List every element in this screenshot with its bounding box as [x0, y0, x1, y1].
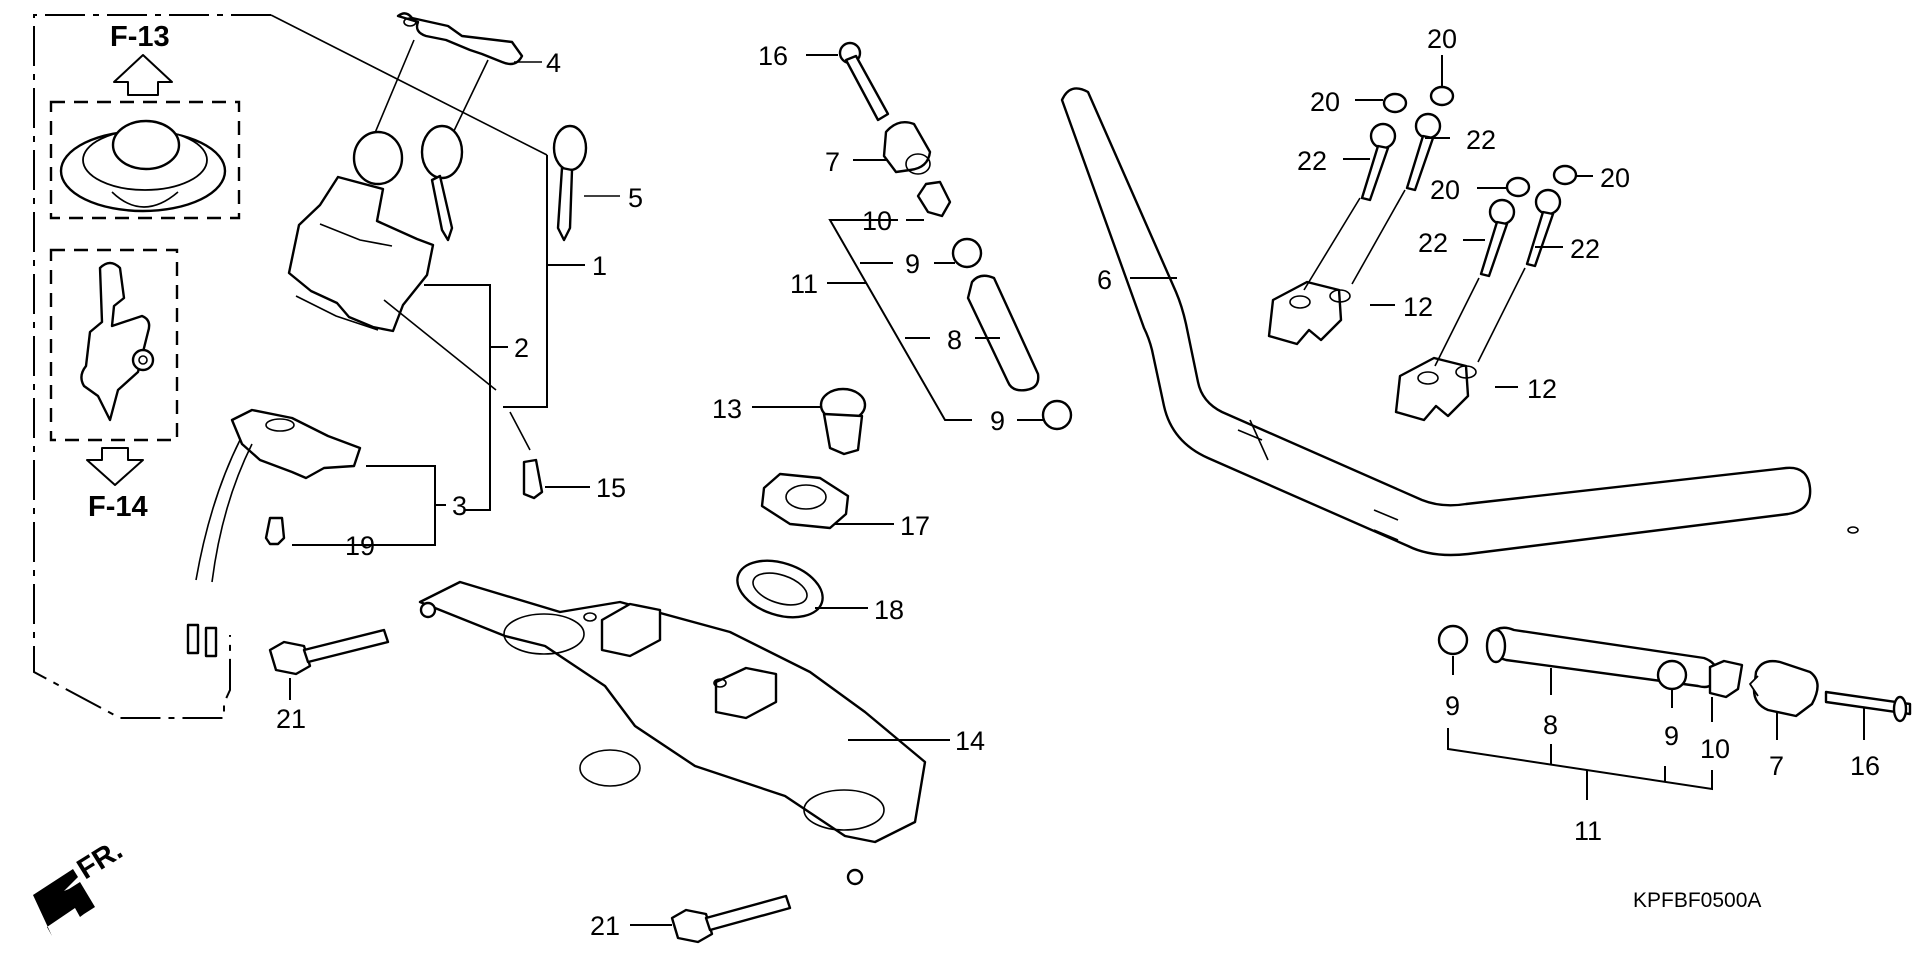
label-16-right: 16	[1850, 751, 1880, 781]
label-15: 15	[596, 473, 626, 503]
switch-part-3	[186, 408, 362, 658]
label-17: 17	[900, 511, 930, 541]
label-16-upper: 16	[758, 41, 788, 71]
bolt-part-21-lower	[670, 894, 792, 944]
cap-part-20-c	[1505, 176, 1531, 198]
fuel-cap-part	[59, 119, 227, 213]
label-19: 19	[345, 531, 375, 561]
front-label: FR.	[72, 834, 129, 886]
ref-f14-label: F-14	[88, 491, 148, 523]
front-arrow-icon	[33, 869, 95, 936]
cap-part-20-a	[1382, 92, 1408, 114]
cap-part-13	[819, 387, 867, 456]
bolt-part-21-upper	[268, 628, 390, 676]
label-14: 14	[955, 726, 985, 756]
label-10-right: 10	[1700, 734, 1730, 764]
label-5: 5	[628, 183, 643, 213]
label-8-right: 8	[1543, 710, 1558, 740]
label-9-right-a: 9	[1445, 691, 1460, 721]
label-9-upper: 9	[905, 249, 920, 279]
cap-part-20-d	[1552, 164, 1578, 186]
holder-part-12-right	[1394, 356, 1477, 422]
bolt-part-16-right	[1824, 690, 1912, 723]
nut-part-9-right-a	[1437, 624, 1469, 656]
label-11-right: 11	[1574, 816, 1602, 846]
bolt-part-22-d	[1477, 188, 1562, 363]
label-13: 13	[712, 394, 742, 424]
keys-part	[352, 124, 588, 242]
screw-part-15	[509, 411, 544, 500]
label-7-right: 7	[1769, 751, 1784, 781]
inner-weight-part-8-upper	[966, 274, 1040, 392]
ref-f13[interactable]: F-13	[110, 21, 173, 96]
arrow-up-icon	[113, 54, 173, 96]
label-4: 4	[546, 48, 561, 78]
label-11-upper: 11	[790, 269, 818, 299]
diagram-code: KPFBF0500A	[1633, 889, 1761, 912]
nut-part-17	[760, 472, 850, 530]
label-8-upper: 8	[947, 325, 962, 355]
label-22-d: 22	[1570, 234, 1600, 264]
weight-part-7-right	[1749, 659, 1819, 718]
nut-part-9-right-b	[1656, 659, 1688, 691]
top-bridge-part-14	[418, 580, 927, 886]
front-direction-indicator: FR.	[33, 834, 128, 936]
clip-part-10-right	[1708, 659, 1744, 699]
bolt-part-22-a	[1303, 122, 1397, 291]
label-9-right-b: 9	[1664, 721, 1679, 751]
label-20-d: 20	[1600, 163, 1630, 193]
label-1: 1	[592, 251, 607, 281]
washer-part-18	[736, 559, 824, 619]
bolt-part-16-upper	[838, 41, 890, 122]
bolt-part-22-c	[1434, 198, 1516, 367]
ref-f14[interactable]: F-14	[86, 447, 148, 523]
weight-part-7-upper	[882, 121, 932, 175]
ignition-group-outline	[33, 14, 548, 719]
label-18: 18	[874, 595, 904, 625]
label-22-a: 22	[1297, 146, 1327, 176]
label-22-b: 22	[1466, 125, 1496, 155]
screw-part-19	[264, 516, 286, 546]
label-21-upper: 21	[276, 704, 306, 734]
label-22-c: 22	[1418, 228, 1448, 258]
label-20-a: 20	[1310, 87, 1340, 117]
label-6: 6	[1097, 265, 1112, 295]
ref-f13-label: F-13	[110, 21, 170, 53]
holder-part-12-left	[1267, 280, 1351, 346]
label-20-b: 20	[1427, 24, 1457, 54]
label-12-left: 12	[1403, 292, 1433, 322]
nut-part-9-upper	[951, 237, 983, 269]
label-21-lower: 21	[590, 911, 620, 941]
cap-part-20-b	[1429, 85, 1455, 107]
handlebar-part-6	[1060, 87, 1859, 557]
lock-box	[49, 248, 179, 442]
bracket-part-4	[371, 12, 524, 161]
label-20-c: 20	[1430, 175, 1460, 205]
ignition-switch-part	[287, 175, 497, 391]
label-3: 3	[452, 491, 467, 521]
label-9-lower: 9	[990, 406, 1005, 436]
label-7-upper: 7	[825, 147, 840, 177]
fuel-cap-box	[49, 100, 241, 220]
label-2: 2	[514, 333, 529, 363]
arrow-down-icon	[86, 447, 144, 486]
seat-lock-part	[80, 261, 155, 422]
label-12-right: 12	[1527, 374, 1557, 404]
clip-part-10-upper	[916, 180, 952, 218]
nut-part-9-lower	[1041, 399, 1073, 431]
assembly-bracket-11	[1447, 728, 1713, 791]
